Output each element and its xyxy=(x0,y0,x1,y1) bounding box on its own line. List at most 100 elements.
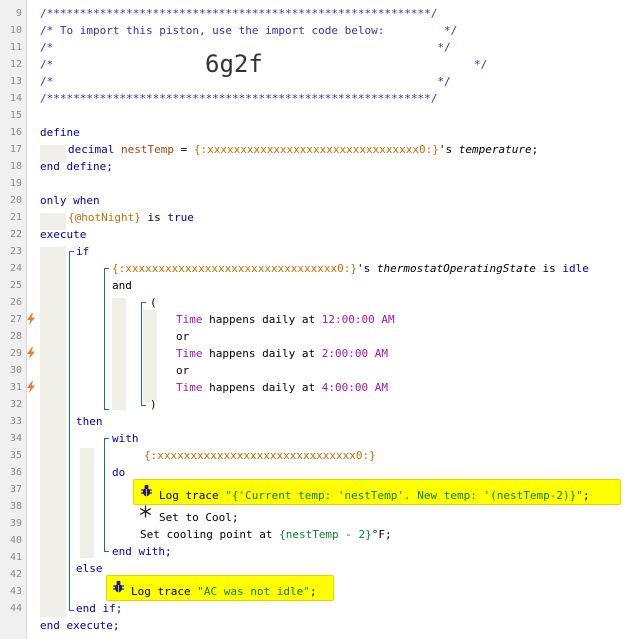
header-comment-border: /***************************************… xyxy=(40,92,438,105)
value: idle xyxy=(562,262,589,275)
attr-prefix: 's xyxy=(438,143,459,156)
end-if-keyword[interactable]: end if; xyxy=(76,602,123,615)
line-number: 22 xyxy=(9,229,22,240)
line-number: 16 xyxy=(9,127,22,138)
header-comment-border: /***************************************… xyxy=(40,7,438,20)
trigger-time: 2:00:00 AM xyxy=(321,347,388,360)
line-number: 41 xyxy=(9,552,22,563)
device-reference: {:xxxxxxxxxxxxxxxxxxxxxxxxxxxxxxxx0:} xyxy=(193,143,439,156)
guide-tick xyxy=(104,438,109,439)
else-keyword[interactable]: else xyxy=(76,562,103,575)
line-number: 25 xyxy=(9,280,22,291)
line-number: 12 xyxy=(9,59,22,70)
line-number: 10 xyxy=(9,25,22,36)
value: true xyxy=(167,211,194,224)
end-execute-keyword[interactable]: end execute; xyxy=(40,619,120,632)
guide-tick xyxy=(69,251,74,252)
if-block-guide xyxy=(69,251,70,611)
with-block-guide xyxy=(104,438,105,552)
or-operator[interactable]: or xyxy=(176,330,190,343)
bug-icon xyxy=(113,580,124,593)
or-operator[interactable]: or xyxy=(176,364,190,377)
and-operator[interactable]: and xyxy=(112,279,132,292)
trigger-statement[interactable]: Time happens daily at 4:00:00 AM xyxy=(176,379,388,396)
operator: is xyxy=(140,211,168,224)
trigger-text: happens daily at xyxy=(202,313,322,326)
line-number: 33 xyxy=(9,416,22,427)
log-message: "AC was not idle" xyxy=(197,585,310,598)
execute-keyword[interactable]: execute xyxy=(40,228,87,241)
condition-block-guide xyxy=(104,268,105,410)
statement-end: ; xyxy=(309,585,317,598)
variable-declaration[interactable]: decimal nestTemp = {:xxxxxxxxxxxxxxxxxxx… xyxy=(68,141,538,158)
end-define-keyword[interactable]: end define; xyxy=(40,160,113,173)
guide-tick xyxy=(69,610,74,611)
only-when-keyword[interactable]: only when xyxy=(40,194,100,207)
trigger-word: Time xyxy=(176,313,203,326)
log-trace-highlight[interactable] xyxy=(133,479,621,505)
import-code: 6g2f xyxy=(205,50,263,78)
guide-tick xyxy=(141,405,146,406)
define-keyword[interactable]: define xyxy=(40,126,80,139)
trigger-statement[interactable]: Time happens daily at 12:00:00 AM xyxy=(176,311,395,328)
set-cooling-point-statement[interactable]: Set cooling point at {nestTemp - 2}°F; xyxy=(140,526,392,543)
line-number: 9 xyxy=(15,8,22,19)
attribute-name: temperature xyxy=(458,143,532,156)
line-number: 20 xyxy=(9,195,22,206)
variable-type: decimal xyxy=(68,143,115,156)
line-number: 34 xyxy=(9,433,22,444)
line-number: 24 xyxy=(9,263,22,274)
log-trace-statement[interactable]: Log trace "{'Current temp: 'nestTemp'. N… xyxy=(159,487,589,504)
open-paren: ( xyxy=(150,296,157,309)
header-comment-line: /* */ xyxy=(40,75,451,88)
trigger-statement[interactable]: Time happens daily at 2:00:00 AM xyxy=(176,345,388,362)
assign-operator: = xyxy=(173,143,194,156)
device-reference[interactable]: {:xxxxxxxxxxxxxxxxxxxxxxxxxxxxxx0:} xyxy=(144,449,376,462)
line-number: 43 xyxy=(9,586,22,597)
trigger-text: happens daily at xyxy=(202,381,322,394)
only-when-condition[interactable]: {@hotNight} is true xyxy=(68,209,194,226)
line-number: 27 xyxy=(9,314,22,325)
line-number: 13 xyxy=(9,76,22,87)
snowflake-icon xyxy=(140,505,151,518)
do-keyword[interactable]: do xyxy=(112,466,126,479)
statement-end: ; xyxy=(582,489,590,502)
line-number: 31 xyxy=(9,382,22,393)
device-reference: {:xxxxxxxxxxxxxxxxxxxxxxxxxxxxxxxx0:} xyxy=(112,262,358,275)
then-keyword[interactable]: then xyxy=(76,415,103,428)
log-trace-highlight[interactable] xyxy=(106,575,334,601)
line-number: 39 xyxy=(9,518,22,529)
group-block-guide xyxy=(141,302,142,406)
lightning-bolt-icon xyxy=(27,381,35,393)
log-trace-statement[interactable]: Log trace "AC was not idle"; xyxy=(131,583,316,600)
line-number: 38 xyxy=(9,501,22,512)
line-number: 44 xyxy=(9,603,22,614)
log-command: Log trace xyxy=(159,489,226,502)
trigger-time: 12:00:00 AM xyxy=(321,313,395,326)
line-number: 40 xyxy=(9,535,22,546)
line-number: 21 xyxy=(9,212,22,223)
indent-guide xyxy=(40,145,66,162)
indent-guide xyxy=(40,247,66,617)
variable-name: nestTemp xyxy=(120,143,174,156)
command-text: Set cooling point at xyxy=(140,528,280,541)
if-keyword[interactable]: if xyxy=(76,245,90,258)
expression: {nestTemp - 2} xyxy=(279,528,372,541)
bug-icon xyxy=(141,484,152,497)
header-comment-line: /* To import this piston, use the import… xyxy=(40,24,458,37)
line-number: 15 xyxy=(9,110,22,121)
close-paren: ) xyxy=(150,398,157,411)
lightning-bolt-icon xyxy=(27,347,35,359)
line-number: 26 xyxy=(9,297,22,308)
line-number: 23 xyxy=(9,246,22,257)
end-with-keyword[interactable]: end with; xyxy=(112,545,172,558)
header-comment-line: /* xyxy=(40,58,54,71)
attribute-name: thermostatOperatingState xyxy=(376,262,536,275)
unit: °F; xyxy=(371,528,392,541)
set-mode-statement[interactable]: Set to Cool; xyxy=(159,511,239,524)
log-command: Log trace xyxy=(131,585,198,598)
condition-statement[interactable]: {:xxxxxxxxxxxxxxxxxxxxxxxxxxxxxxxx0:}'s … xyxy=(112,260,589,277)
line-number-gutter xyxy=(0,0,27,639)
with-keyword[interactable]: with xyxy=(112,432,139,445)
line-number: 35 xyxy=(9,450,22,461)
